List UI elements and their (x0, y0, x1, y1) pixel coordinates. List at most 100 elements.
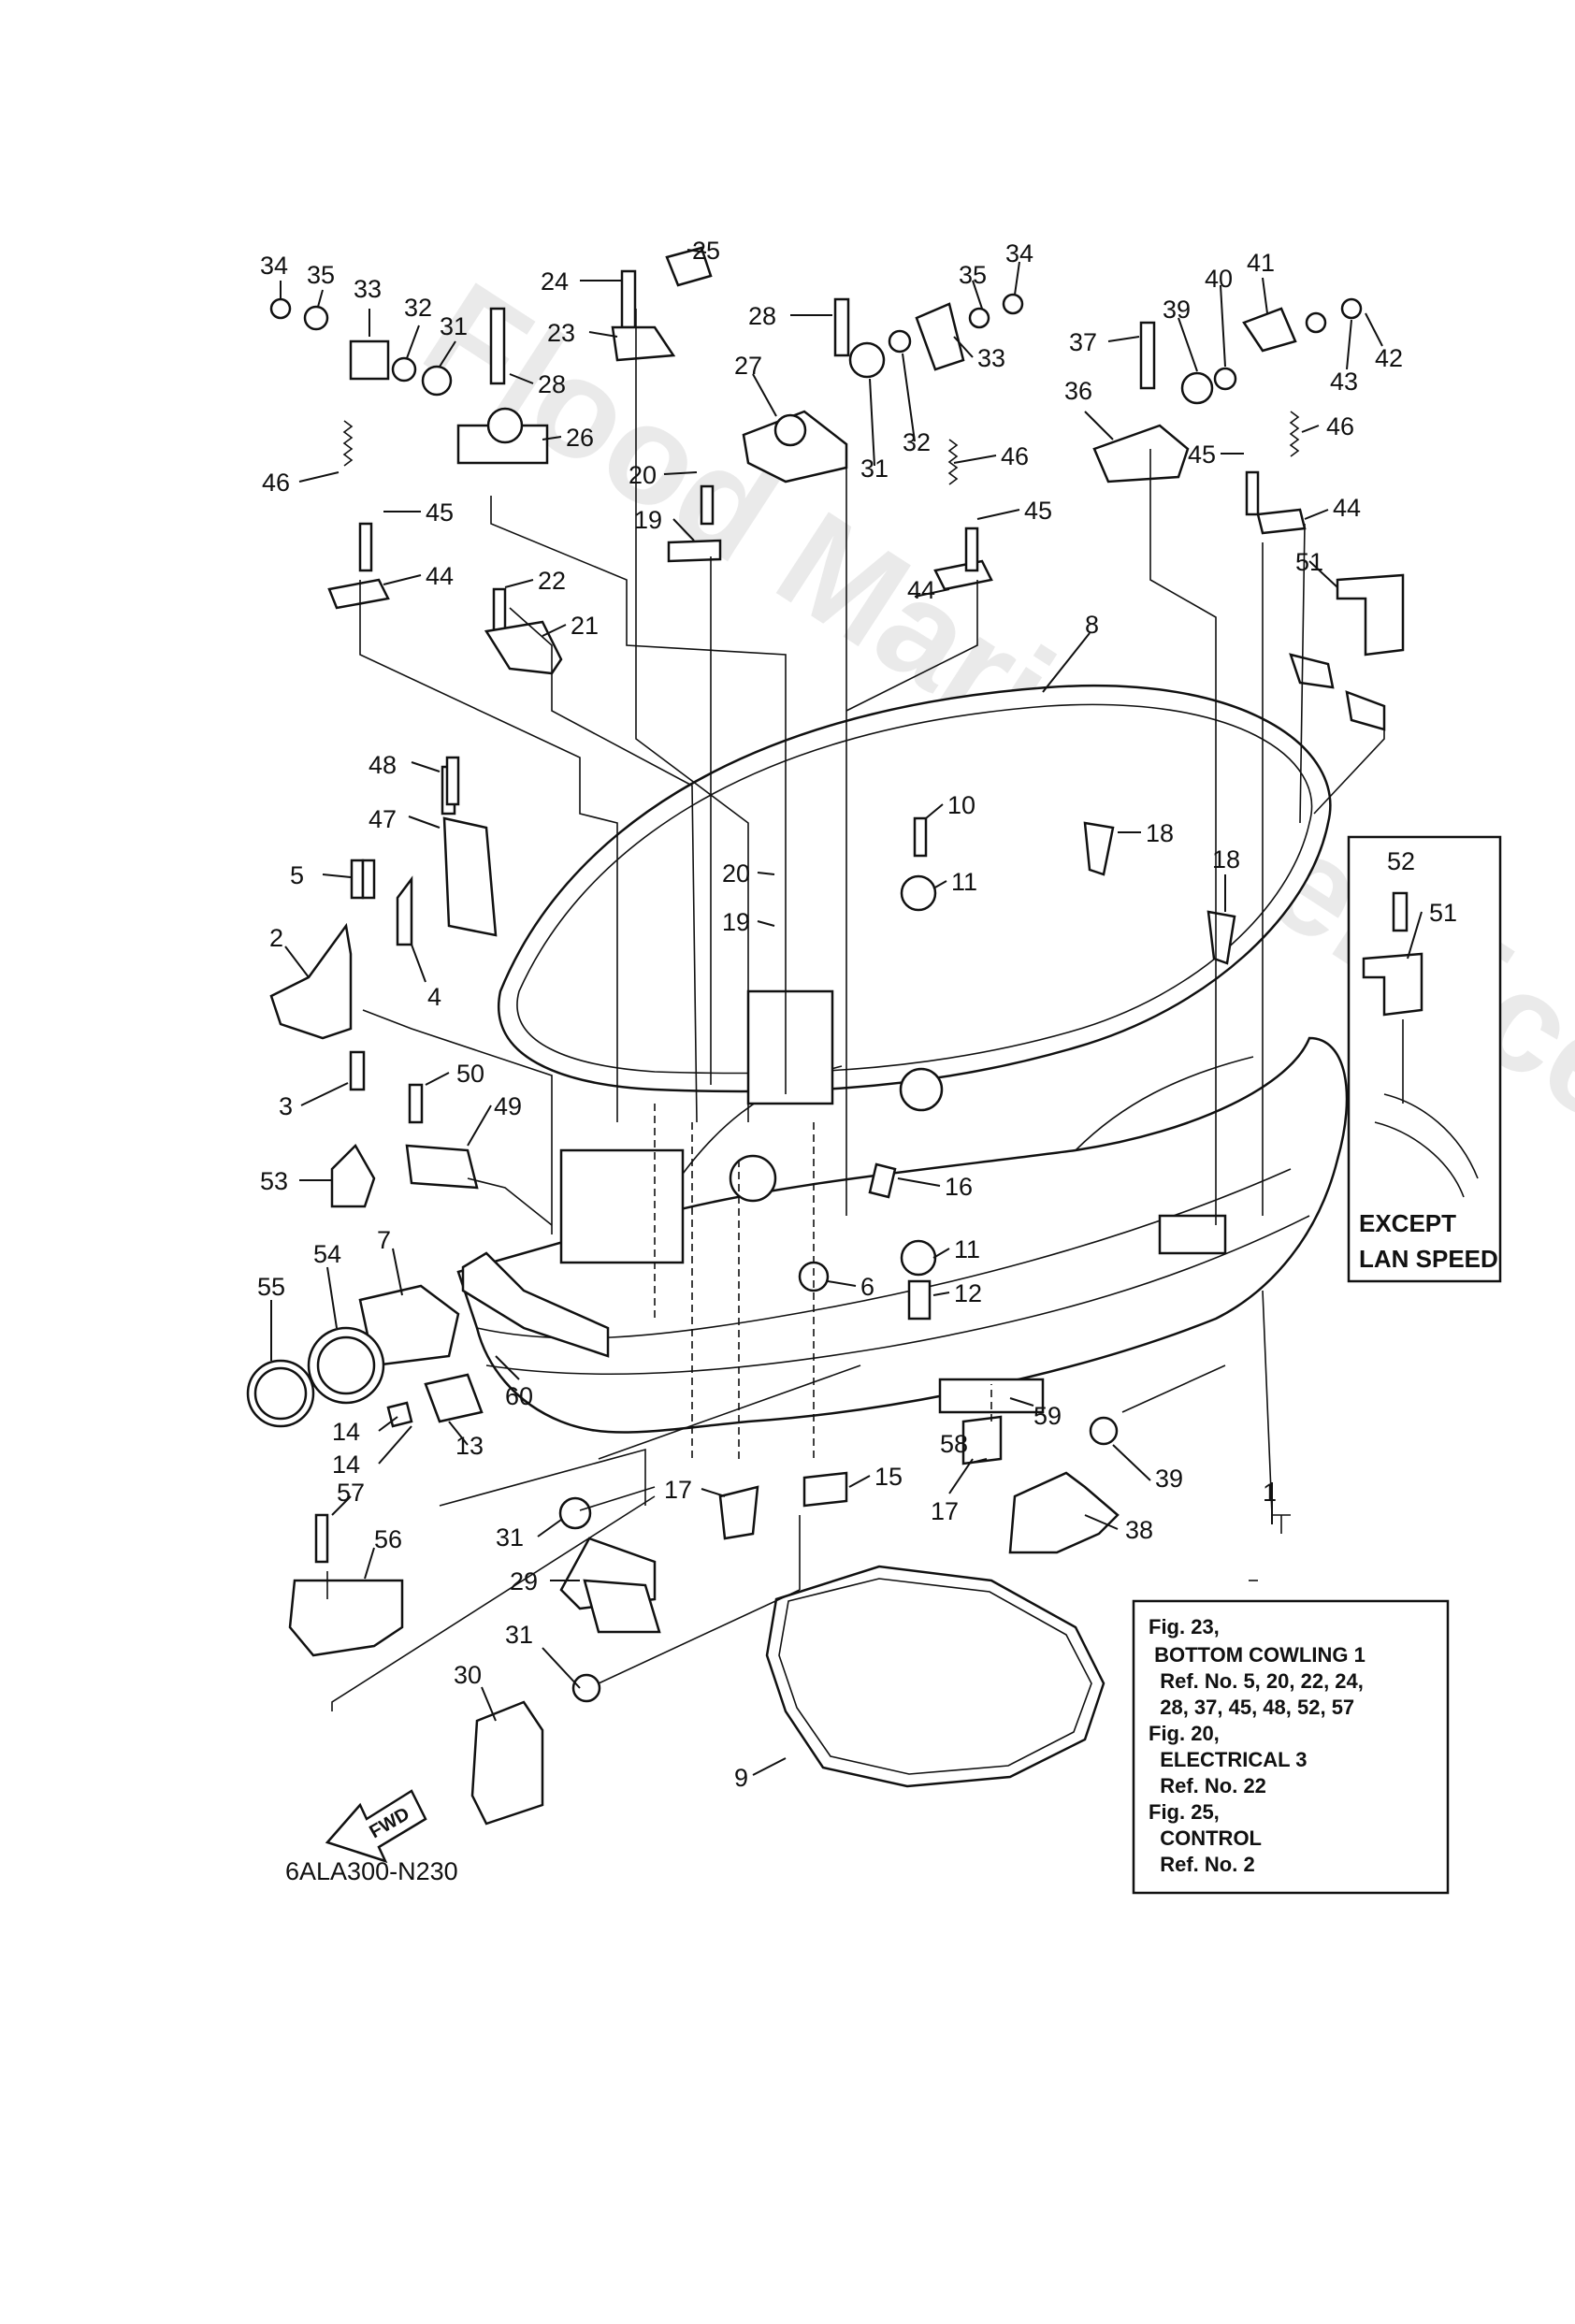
ref-line: Ref. No. 5, 20, 22, 24, (1149, 1669, 1364, 1693)
callout: 28 (538, 370, 566, 398)
callout-labels: 34 35 33 32 31 28 26 46 45 44 24 25 23 2… (257, 237, 1403, 1792)
callout: 56 (374, 1525, 402, 1553)
ref-line: 28, 37, 45, 48, 52, 57 (1149, 1696, 1354, 1719)
callout: 51 (1429, 899, 1457, 927)
small-parts (246, 246, 1405, 1826)
callout: 35 (959, 261, 987, 289)
callout: 54 (313, 1240, 341, 1268)
callout: 28 (748, 302, 776, 330)
callout: 2 (269, 924, 283, 952)
callout: 39 (1163, 296, 1191, 324)
callout: 3 (279, 1092, 293, 1120)
callout: 29 (510, 1567, 538, 1595)
callout: 35 (307, 261, 335, 289)
callout: 53 (260, 1167, 288, 1195)
callout: 48 (368, 751, 397, 779)
callout: 31 (496, 1523, 524, 1552)
callout: 24 (541, 267, 569, 296)
callout: 40 (1205, 265, 1233, 293)
callout: 31 (860, 455, 889, 483)
ref-line: Ref. No. 22 (1149, 1774, 1266, 1797)
callout: 43 (1330, 368, 1358, 396)
callout: 14 (332, 1451, 360, 1479)
callout: 57 (337, 1479, 365, 1507)
inset-label-except: EXCEPT (1359, 1209, 1456, 1237)
callout: 23 (547, 319, 575, 347)
callout: 26 (566, 424, 594, 452)
callout: 4 (427, 983, 441, 1011)
callout: 15 (874, 1463, 903, 1491)
guide-lines (326, 309, 1385, 1711)
inset-except-lan-speed: 52 51 EXCEPT LAN SPEED (1347, 835, 1502, 1283)
callout: 60 (505, 1382, 533, 1410)
callout: 25 (692, 237, 720, 265)
ref-line: CONTROL (1149, 1826, 1262, 1850)
callout: 46 (1326, 412, 1354, 440)
callout: 10 (947, 791, 975, 819)
callout: 41 (1247, 249, 1275, 277)
callout: 6 (860, 1273, 874, 1301)
callout: 16 (945, 1173, 973, 1201)
callout: 14 (332, 1418, 360, 1446)
callout: 20 (629, 461, 657, 489)
callout: 47 (368, 805, 397, 833)
callout: 33 (977, 344, 1005, 372)
callout: 20 (722, 859, 750, 888)
callout: 37 (1069, 328, 1097, 356)
callout: 45 (1024, 497, 1052, 525)
callout: 11 (954, 1235, 980, 1263)
callout: 58 (940, 1430, 968, 1458)
callout: 59 (1033, 1402, 1062, 1430)
bottom-cowling (456, 684, 1349, 1434)
fwd-arrow-icon: FWD (325, 1789, 427, 1864)
callout: 51 (1295, 548, 1323, 576)
callout: 8 (1085, 611, 1099, 639)
ref-line: Fig. 20, (1149, 1722, 1220, 1745)
callout: 32 (404, 294, 432, 322)
callout: 52 (1387, 847, 1415, 875)
callout: 19 (722, 908, 750, 936)
callout: 34 (260, 252, 288, 280)
callout: 22 (538, 567, 566, 595)
diagram-code: 6ALA300-N230 (285, 1857, 458, 1885)
ref-line: Ref. No. 2 (1149, 1853, 1255, 1876)
callout: 49 (494, 1092, 522, 1120)
inset-label-lan-speed: LAN SPEED (1359, 1245, 1498, 1273)
callout: 38 (1125, 1516, 1153, 1544)
callout: 46 (1001, 442, 1029, 470)
callout-leaders (270, 249, 1383, 1776)
callout: 13 (455, 1432, 484, 1460)
callout: 18 (1212, 845, 1240, 873)
callout: 44 (907, 576, 935, 604)
callout: 30 (454, 1661, 482, 1689)
seal-9 (765, 1565, 1105, 1788)
callout: 12 (954, 1279, 982, 1307)
callout: 5 (290, 861, 304, 889)
callout: 45 (1188, 440, 1216, 469)
callout: 34 (1005, 239, 1033, 267)
ref-line: ELECTRICAL 3 (1149, 1748, 1308, 1771)
callout: 7 (377, 1226, 391, 1254)
callout: 33 (354, 275, 382, 303)
ref-line: BOTTOM COWLING 1 (1149, 1643, 1365, 1667)
callout: 46 (262, 469, 290, 497)
callout: 39 (1155, 1465, 1183, 1493)
callout: 44 (1333, 494, 1361, 522)
callout: 11 (951, 868, 977, 896)
callout: 1 (1263, 1479, 1277, 1507)
callout: 50 (456, 1060, 484, 1088)
ref-line: Fig. 23, (1149, 1615, 1220, 1638)
callout: 17 (664, 1476, 692, 1504)
callout: 27 (734, 352, 762, 380)
callout: 45 (426, 498, 454, 527)
callout: 55 (257, 1273, 285, 1301)
callout: 44 (426, 562, 454, 590)
callout: 19 (634, 506, 662, 534)
callout: 9 (734, 1764, 748, 1792)
ref-line: Fig. 25, (1149, 1800, 1220, 1824)
callout: 31 (505, 1621, 533, 1649)
callout: 18 (1146, 819, 1174, 847)
callout: 31 (440, 312, 468, 340)
